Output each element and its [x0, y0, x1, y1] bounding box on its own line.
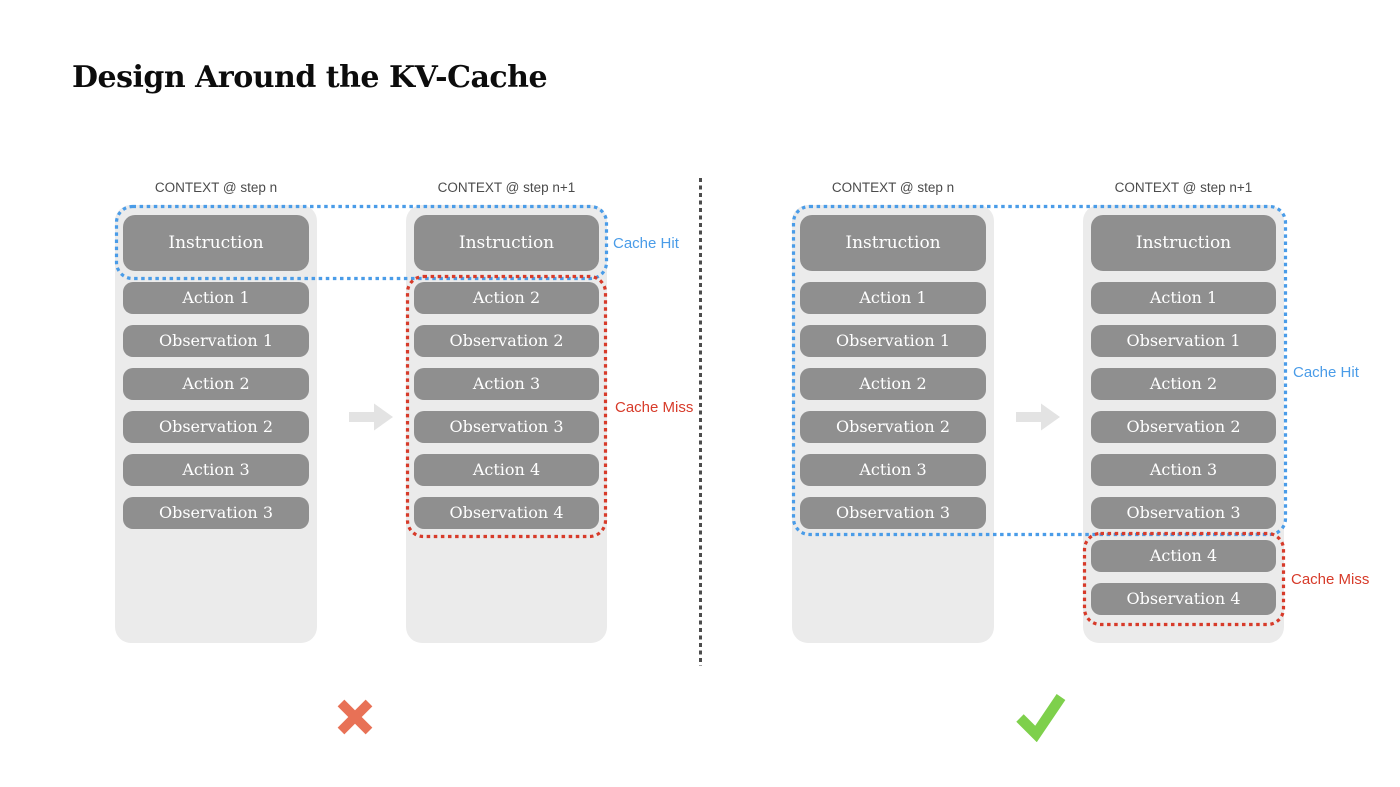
context-box: Observation 3: [414, 411, 599, 443]
context-box: Action 2: [800, 368, 986, 400]
cache-miss-label-left: Cache Miss: [615, 399, 694, 416]
context-box: Observation 2: [123, 411, 309, 443]
instruction-box: Instruction: [414, 215, 599, 271]
check-icon: [1016, 694, 1066, 742]
context-box: Observation 2: [800, 411, 986, 443]
context-header-step-n-left: CONTEXT @ step n: [154, 180, 278, 195]
context-box: Action 1: [1091, 282, 1276, 314]
context-box: Action 3: [414, 368, 599, 400]
context-box: Action 3: [1091, 454, 1276, 486]
context-box: Action 2: [414, 282, 599, 314]
context-box: Observation 1: [123, 325, 309, 357]
instruction-box: Instruction: [123, 215, 309, 271]
context-box: Action 3: [123, 454, 309, 486]
context-box: Observation 3: [123, 497, 309, 529]
cache-hit-label-right: Cache Hit: [1293, 364, 1359, 381]
instruction-box: Instruction: [1091, 215, 1276, 271]
context-box: Action 2: [1091, 368, 1276, 400]
context-header-step-n1-left: CONTEXT @ step n+1: [437, 180, 576, 195]
arrow-right-icon: [349, 403, 393, 431]
context-box: Observation 3: [800, 497, 986, 529]
context-box: Observation 3: [1091, 497, 1276, 529]
context-box: Action 4: [1091, 540, 1276, 572]
context-header-step-n1-right: CONTEXT @ step n+1: [1114, 180, 1253, 195]
context-box: Observation 4: [414, 497, 599, 529]
context-box: Action 3: [800, 454, 986, 486]
panel-divider: [699, 178, 702, 666]
context-box: Observation 1: [800, 325, 986, 357]
cache-miss-label-right: Cache Miss: [1291, 571, 1370, 588]
context-box: Action 4: [414, 454, 599, 486]
context-box: Action 1: [123, 282, 309, 314]
context-box: Observation 1: [1091, 325, 1276, 357]
cache-hit-label-left: Cache Hit: [613, 235, 679, 252]
context-box: Observation 2: [414, 325, 599, 357]
arrow-right-icon: [1016, 403, 1060, 431]
page-title: Design Around the KV-Cache: [72, 60, 548, 95]
context-box: Action 2: [123, 368, 309, 400]
context-box: Observation 2: [1091, 411, 1276, 443]
context-box: Action 1: [800, 282, 986, 314]
instruction-box: Instruction: [800, 215, 986, 271]
cross-icon: [337, 699, 373, 735]
context-header-step-n-right: CONTEXT @ step n: [831, 180, 955, 195]
context-box: Observation 4: [1091, 583, 1276, 615]
